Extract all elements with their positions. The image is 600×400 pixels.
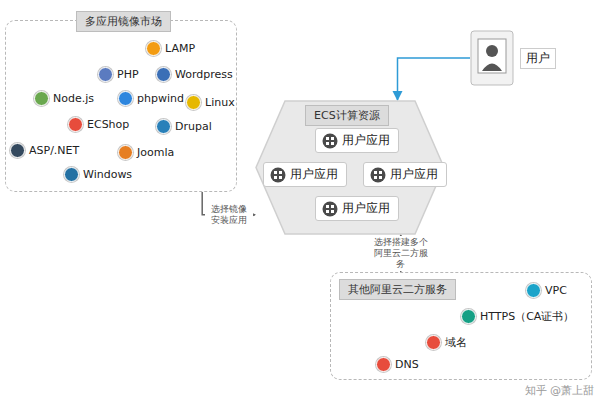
app-icon — [322, 133, 338, 149]
item-label: phpwind — [137, 92, 184, 105]
user-card-icon — [470, 30, 514, 86]
item-label: Node.js — [53, 92, 94, 105]
service-item: DNS — [376, 357, 421, 372]
app-label: 用户应用 — [342, 132, 390, 149]
edge-label: 选择镜像 安装应用 — [205, 203, 253, 227]
item-label: VPC — [545, 284, 567, 297]
item-label: ASP/.NET — [29, 144, 79, 157]
group-heading: ECS计算资源 — [305, 105, 389, 126]
service-item: Linux — [186, 95, 237, 110]
item-label: Drupal — [175, 120, 212, 133]
region-group: 多应用镜像市场LAMPPHPWordpressphpwindNode.jsLin… — [5, 20, 237, 192]
app-label: 用户应用 — [342, 200, 390, 217]
service-icon — [156, 67, 171, 82]
service-item: PHP — [98, 67, 141, 82]
service-icon — [64, 167, 79, 182]
watermark: 知乎 @萧上甜 — [525, 383, 595, 398]
service-icon — [461, 309, 476, 324]
service-item: Windows — [64, 167, 135, 182]
service-icon — [426, 335, 441, 350]
app-icon — [270, 167, 286, 183]
flow-arrow — [398, 58, 471, 100]
app-label: 用户应用 — [290, 166, 338, 183]
service-item: HTTPS（CA证书） — [461, 309, 577, 324]
service-icon — [376, 357, 391, 372]
service-icon — [526, 283, 541, 298]
item-label: HTTPS（CA证书） — [480, 309, 574, 324]
service-item: phpwind — [118, 91, 186, 106]
app-box: 用户应用 — [315, 196, 399, 221]
service-icon — [146, 41, 161, 56]
group-heading: 其他阿里云二方服务 — [339, 279, 456, 300]
item-label: ECShop — [87, 118, 129, 131]
item-label: Linux — [205, 96, 235, 109]
service-icon — [118, 91, 133, 106]
app-box: 用户应用 — [263, 162, 347, 187]
service-icon — [156, 119, 171, 134]
compute-hexagon: ECS计算资源用户应用用户应用用户应用用户应用 — [255, 100, 445, 235]
item-label: 域名 — [445, 335, 467, 350]
item-label: Wordpress — [175, 68, 233, 81]
item-label: Joomla — [137, 146, 174, 159]
edge-label: 选择搭建多个 阿里云二方服务 — [368, 236, 434, 270]
item-label: PHP — [117, 68, 139, 81]
user-node: 用户 — [470, 30, 558, 86]
app-label: 用户应用 — [390, 166, 438, 183]
app-box: 用户应用 — [363, 162, 447, 187]
app-icon — [370, 167, 386, 183]
service-icon — [98, 67, 113, 82]
service-item: ASP/.NET — [10, 143, 82, 158]
service-item: LAMP — [146, 41, 198, 56]
group-heading: 多应用镜像市场 — [76, 11, 171, 32]
item-label: LAMP — [165, 42, 195, 55]
service-icon — [186, 95, 201, 110]
item-label: DNS — [395, 358, 419, 371]
service-icon — [10, 143, 25, 158]
service-item: 域名 — [426, 335, 469, 350]
app-box: 用户应用 — [315, 128, 399, 153]
service-icon — [34, 91, 49, 106]
hexagon-shape — [256, 101, 444, 234]
region-group: 其他阿里云二方服务 VPC HTTPS（CA证书） 域名 DNS — [330, 272, 592, 380]
service-item: Joomla — [118, 145, 177, 160]
user-label: 用户 — [520, 48, 556, 69]
service-item: Drupal — [156, 119, 214, 134]
service-item: ECShop — [68, 117, 132, 132]
item-label: Windows — [83, 168, 132, 181]
app-icon — [322, 201, 338, 217]
service-item: Node.js — [34, 91, 96, 106]
service-item: Wordpress — [156, 67, 235, 82]
service-item: VPC — [526, 283, 569, 298]
service-icon — [68, 117, 83, 132]
service-icon — [118, 145, 133, 160]
